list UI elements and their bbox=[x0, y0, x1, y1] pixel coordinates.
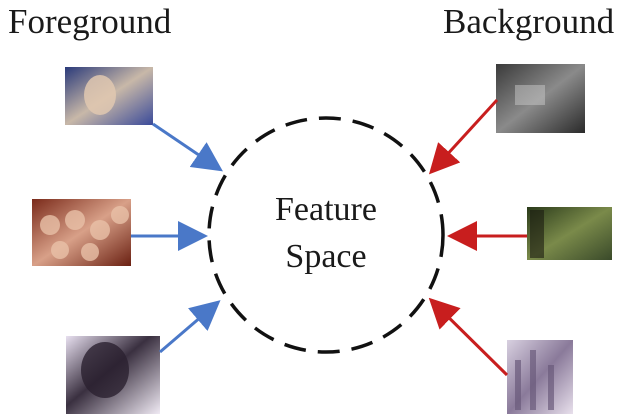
foreground-image-2 bbox=[32, 199, 131, 266]
foreground-arrow-1 bbox=[152, 122, 223, 172]
background-arrow-1 bbox=[428, 98, 499, 175]
background-image-3 bbox=[507, 340, 573, 414]
foreground-image-1 bbox=[65, 67, 153, 125]
foreground-heading: Foreground bbox=[8, 2, 172, 41]
background-heading: Background bbox=[443, 2, 615, 41]
background-image-2 bbox=[527, 207, 612, 260]
feature-space-circle bbox=[207, 116, 445, 354]
background-image-1 bbox=[496, 64, 585, 133]
foreground-image-3 bbox=[66, 336, 160, 414]
background-arrow-3 bbox=[428, 297, 509, 377]
feature-space-label-line1: Feature bbox=[275, 191, 377, 228]
feature-space-label-line2: Space bbox=[285, 238, 367, 275]
foreground-arrow-3 bbox=[159, 300, 221, 354]
